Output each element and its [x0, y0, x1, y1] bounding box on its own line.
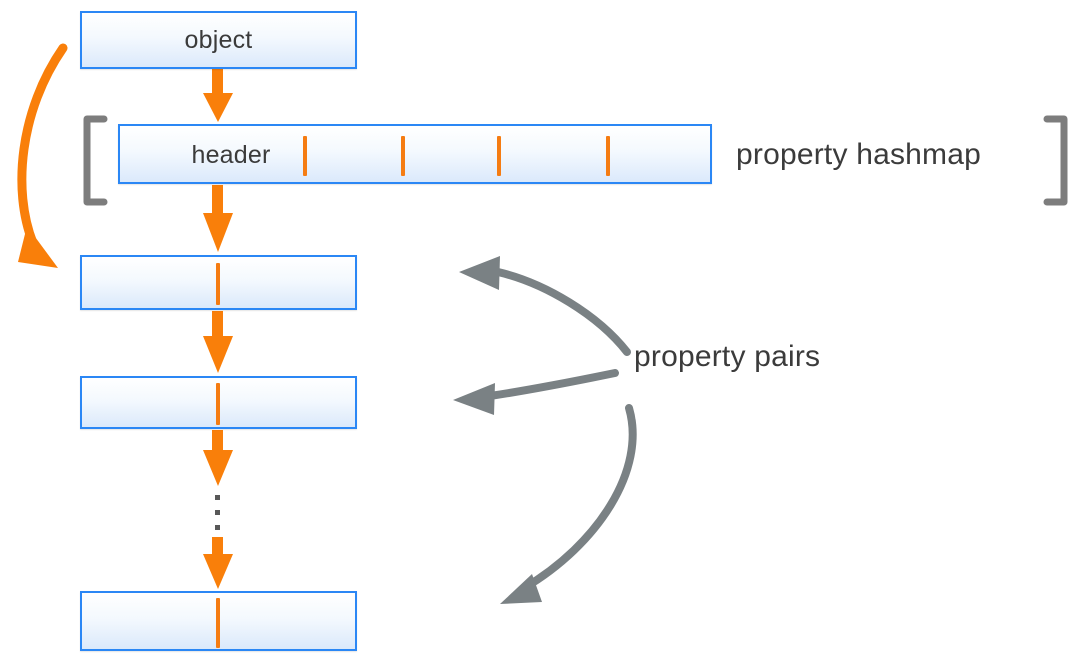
property-pairs-arrow-upper [459, 256, 631, 356]
property-pair-chain-line-1 [216, 263, 220, 305]
property-hashmap-label: property hashmap [736, 138, 982, 171]
property-pair-chain-line-2 [216, 383, 220, 425]
hashmap-slot-tick-3 [497, 136, 501, 176]
object-box[interactable] [80, 11, 357, 69]
hashmap-slot-tick-2 [401, 136, 405, 176]
hashmap-left-bracket [83, 115, 108, 206]
hashmap-slot-tick-1 [303, 136, 307, 176]
property-pair-chain-line-n [216, 598, 220, 648]
object-box-label: object [184, 26, 253, 54]
vertical-ellipsis-dot-2 [215, 510, 220, 515]
object-to-pairs-curved-arrow [17, 43, 68, 268]
property-pairs-label: property pairs [634, 340, 821, 373]
property-pairs-arrow-lower [500, 404, 637, 604]
property-pairs-arrow-middle [453, 369, 619, 415]
header-box-label: header [191, 141, 271, 169]
orange-arrow-pair2-to-ellipsis [203, 430, 233, 486]
hashmap-right-bracket [1043, 115, 1068, 206]
hashmap-slot-tick-4 [606, 136, 610, 176]
orange-arrow-object-to-header [203, 69, 233, 122]
header-box[interactable] [118, 124, 712, 184]
orange-arrow-ellipsis-to-pair-n [203, 537, 233, 589]
orange-arrow-pair1-to-pair2 [203, 311, 233, 373]
vertical-ellipsis-dot-1 [215, 495, 220, 500]
orange-arrow-header-to-pair-1 [203, 185, 233, 252]
vertical-ellipsis-dot-3 [215, 525, 220, 530]
